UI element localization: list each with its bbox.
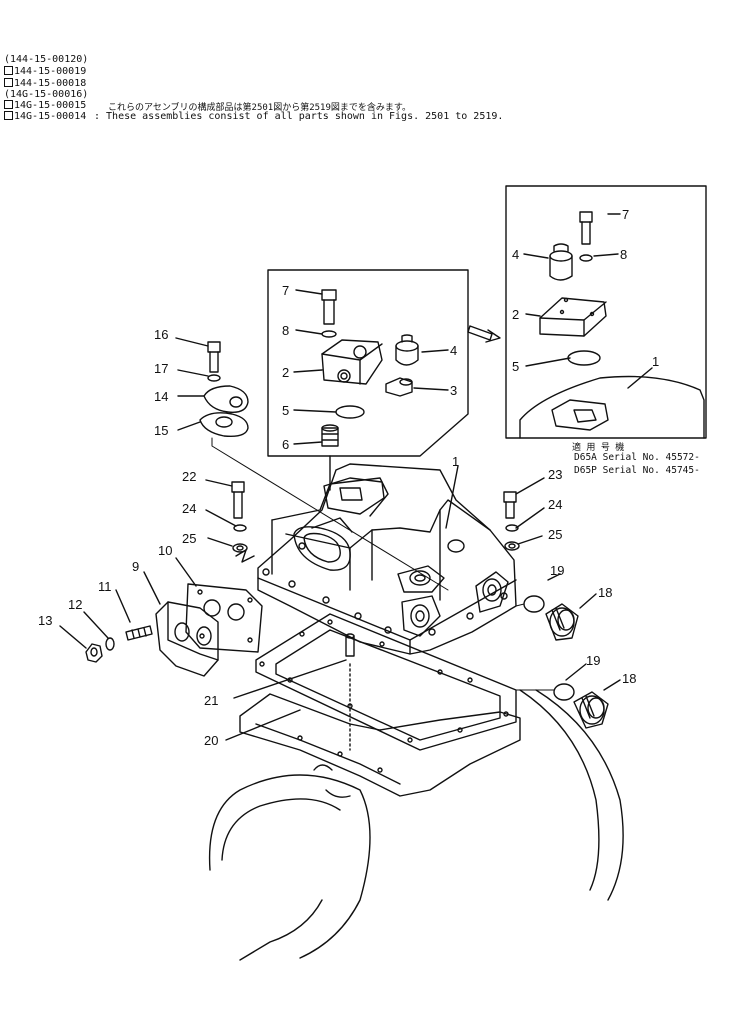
callout-3: 3 [450,383,457,398]
callout-12: 12 [68,597,82,612]
washer-12 [105,637,115,651]
callout-5: 5 [282,403,289,418]
dowel-pin [345,635,355,657]
flange-14 [203,385,249,413]
plug-18-upper [545,603,579,641]
callout-19-lower: 19 [586,653,600,668]
stud-11 [125,625,153,641]
gasket-15 [199,412,249,438]
inset-washer [579,254,593,262]
callout-8: 8 [282,323,289,338]
part-number-line-2: 144-15-00019 [4,66,86,77]
header-line-2: 144-15-00019 [14,66,87,77]
callout-24-left: 24 [182,501,196,516]
inset-bolt [579,211,593,223]
callout-24-right: 24 [548,497,562,512]
transmission-case [239,693,521,797]
washer-24-right [505,524,519,532]
callout-11: 11 [98,579,112,594]
callout-21: 21 [204,693,218,708]
part-number-line-4: (14G-15-00016) [4,89,88,100]
detail-frame [267,269,469,457]
checkbox-icon [4,111,13,120]
checkbox-icon [4,78,13,87]
callout-25-right: 25 [548,527,562,542]
break-mark-icon [235,549,255,563]
checkbox-icon [4,66,13,75]
housing-curve [208,774,371,959]
washer-17 [207,374,221,382]
callout-9: 9 [132,559,139,574]
callout-19-upper: 19 [550,563,564,578]
callout-22: 22 [182,469,196,484]
callout-5-inset: 5 [512,359,519,374]
callout-4: 4 [450,343,457,358]
callout-2-inset: 2 [512,307,519,322]
callout-25-left: 25 [182,531,196,546]
inset-plate [539,297,607,337]
inset-cover [519,375,705,439]
callout-7: 7 [282,283,289,298]
callout-13: 13 [38,613,52,628]
callout-23: 23 [548,467,562,482]
plug-18-lower [573,691,609,729]
arrow-to-inset-icon [467,325,501,343]
part-number-line-6: 14G-15-00014 [4,111,86,122]
detail-valve [395,345,419,366]
bolt-16 [207,341,221,353]
inset-oring [567,350,601,366]
callout-8-inset: 8 [620,247,627,262]
bolt-22 [231,481,245,493]
header-line-4: (14G-15-00016) [4,89,89,100]
note-english: : These assemblies consist of all parts … [94,111,504,122]
header-line-3: 144-15-00018 [14,78,87,89]
inset-serial-d65a: D65A Serial No. 45572- [574,452,700,463]
callout-15: 15 [154,423,168,438]
callout-1-inset: 1 [652,354,659,369]
washer-25-right [504,541,520,551]
washer-24-left [233,524,247,532]
callout-16: 16 [154,327,168,342]
oring-19-upper [523,595,545,613]
checkbox-icon [4,100,13,109]
callout-1: 1 [452,454,459,469]
detail-block [321,339,383,385]
part-number-line-5: 14G-15-00015 [4,100,86,111]
callout-18-lower: 18 [622,671,636,686]
oring-19-lower [553,683,575,701]
header-line-5: 14G-15-00015 [14,100,87,111]
callout-2: 2 [282,365,289,380]
washer-25-left [232,543,248,553]
callout-7-inset: 7 [622,207,629,222]
housing-arc-outer [535,689,624,901]
callout-20: 20 [204,733,218,748]
inset-applicable-heading: 適 用 号 機 [572,443,625,453]
callout-17: 17 [154,361,168,376]
gasket-10 [185,583,263,653]
bolt-23 [503,491,517,503]
callout-14: 14 [154,389,168,404]
detail-elbow [385,377,413,397]
callout-4-inset: 4 [512,247,519,262]
header-line-1: (144-15-00120) [4,54,89,65]
gasket [255,613,517,751]
inset-frame [505,185,707,439]
inset-serial-d65p: D65P Serial No. 45745- [574,465,700,476]
inset-cover-pad [551,399,609,431]
nut-13 [85,643,103,663]
part-number-line-3: 144-15-00018 [4,78,86,89]
part-number-line-1: (144-15-00120) [4,54,88,65]
callout-6: 6 [282,437,289,452]
inset-valve [549,255,573,281]
header-line-6: 14G-15-00014 [14,111,87,122]
callout-10: 10 [158,543,172,558]
callout-18-upper: 18 [598,585,612,600]
note-japanese: これらのアセンブリの構成部品は第2501図から第2519図までを含みます。 [108,103,411,113]
